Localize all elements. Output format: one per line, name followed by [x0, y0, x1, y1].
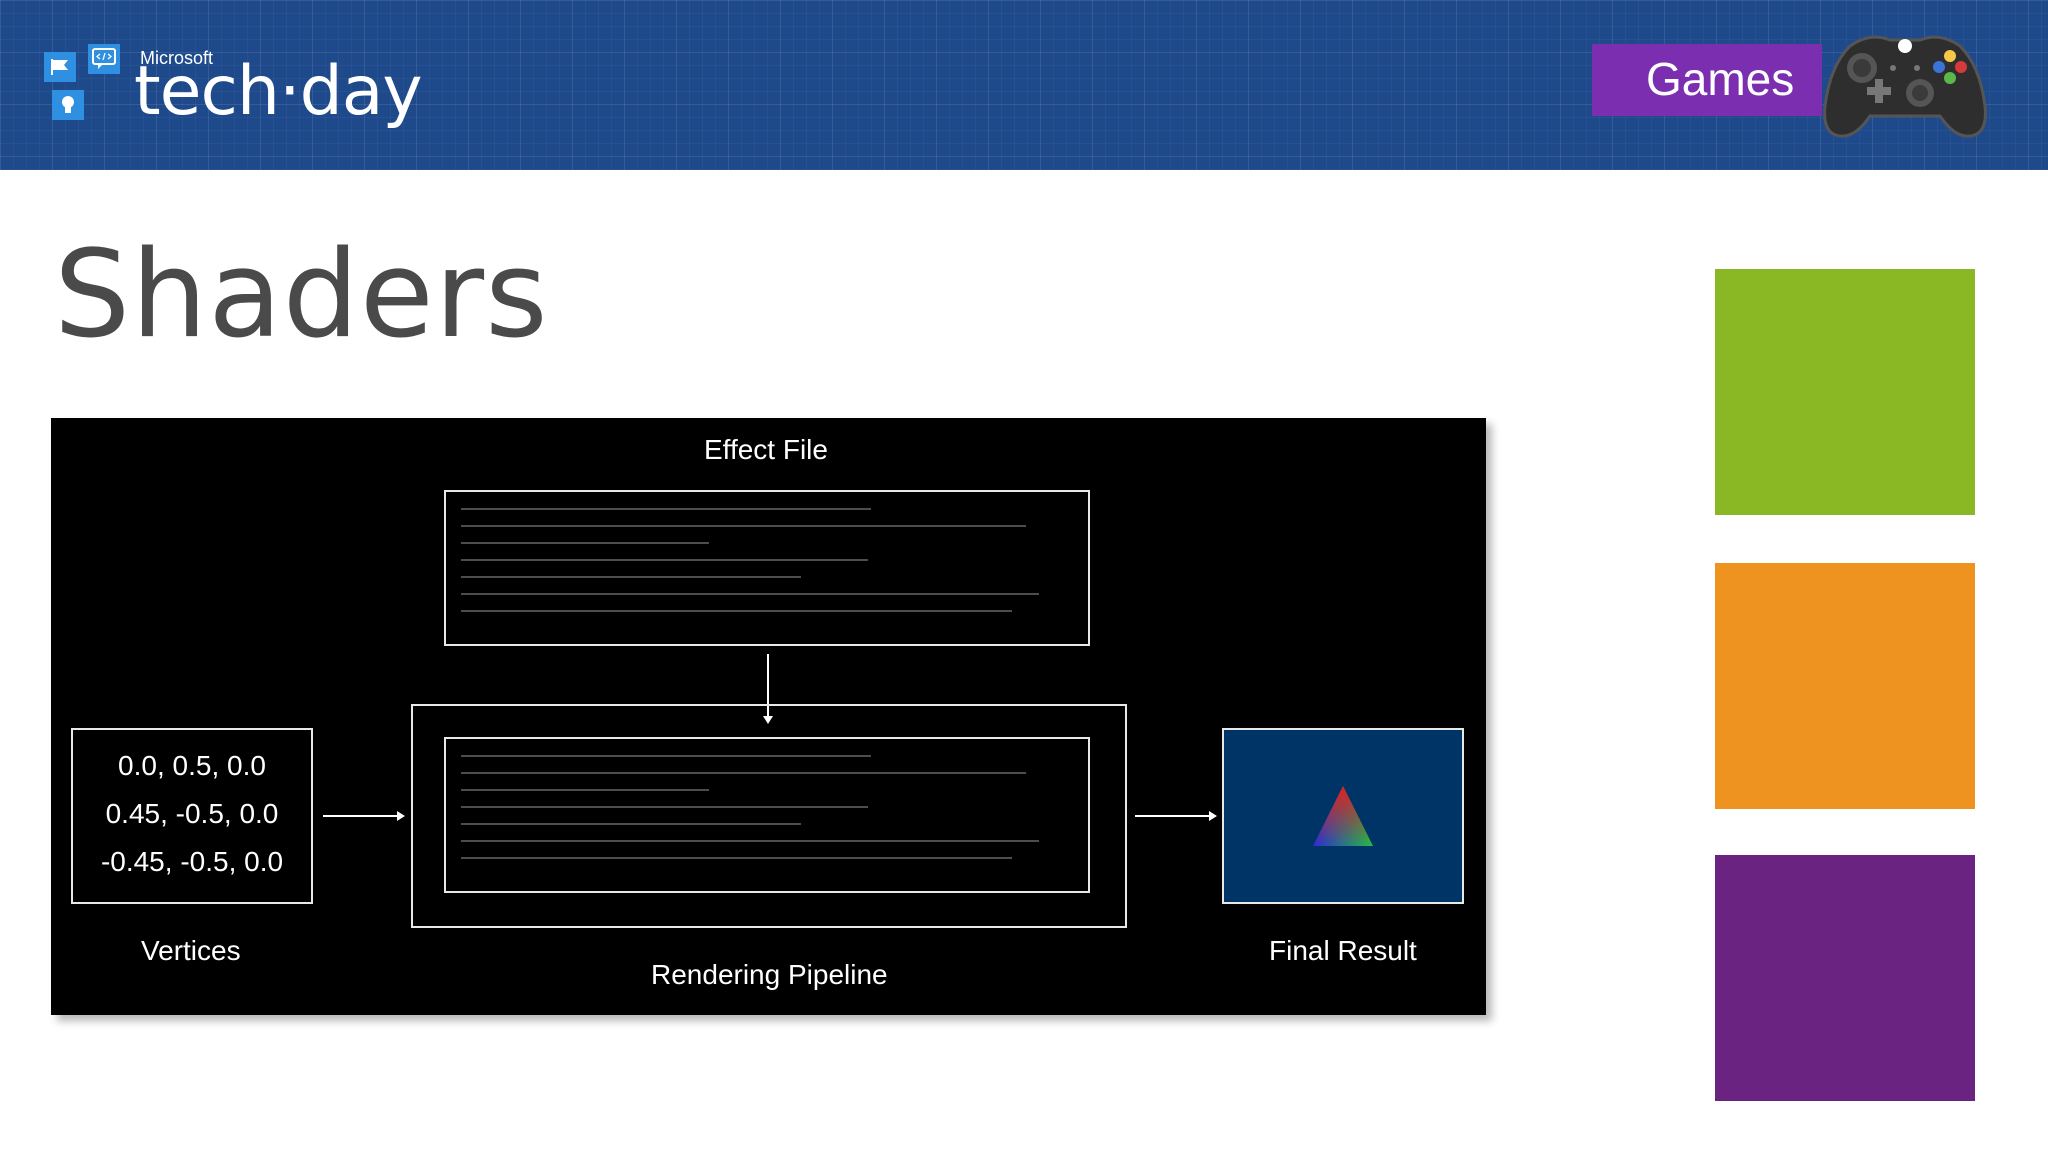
flag-icon [44, 52, 76, 82]
lightbulb-icon [52, 90, 84, 120]
rendering-pipeline-box [411, 704, 1127, 928]
effect-file-label: Effect File [704, 434, 828, 465]
effect-file-box [444, 490, 1090, 646]
vertex-row: -0.45, -0.5, 0.0 [100, 846, 284, 877]
code-line [461, 576, 801, 578]
techday-logo-tiles [44, 44, 124, 126]
code-line [461, 542, 709, 544]
code-line [461, 525, 1026, 527]
slide-title: Shaders [54, 226, 549, 365]
final-result-label: Final Result [1269, 935, 1417, 966]
rendered-triangle [1313, 786, 1373, 846]
code-line [461, 806, 868, 808]
code-line [461, 508, 871, 510]
right-arrow [323, 811, 405, 821]
code-line [461, 610, 1012, 612]
code-line [461, 772, 1026, 774]
shader-pipeline-diagram: Effect File 0.0, 0.5, 0.0 0.45, -0.5, 0.… [51, 418, 1486, 1015]
code-line [461, 789, 709, 791]
vertices-label: Vertices [141, 935, 241, 966]
brand-company: Microsoft [140, 48, 214, 68]
right-arrow [1135, 811, 1217, 821]
code-bubble-icon [88, 44, 120, 74]
code-line [461, 559, 868, 561]
code-line [461, 823, 801, 825]
code-line [461, 593, 1039, 595]
vertex-row: 0.45, -0.5, 0.0 [105, 798, 279, 829]
code-line [461, 857, 1012, 859]
game-controller-icon [1820, 26, 1990, 150]
category-tab [1592, 44, 1822, 116]
down-arrow [763, 654, 773, 724]
color-tile-orange [1715, 563, 1975, 809]
rendering-pipeline-label: Rendering Pipeline [651, 959, 888, 990]
final-result-box [1222, 728, 1464, 904]
color-tile-purple [1715, 855, 1975, 1101]
header-banner: Microsoft tech·day Games [0, 0, 2048, 170]
code-line [461, 755, 871, 757]
color-tile-green [1715, 269, 1975, 515]
code-line [461, 840, 1039, 842]
vertex-row: 0.0, 0.5, 0.0 [118, 750, 266, 781]
brand-name: tech·day [134, 52, 423, 131]
vertices-box: 0.0, 0.5, 0.0 0.45, -0.5, 0.0 -0.45, -0.… [71, 728, 313, 904]
pipeline-effect-box [444, 737, 1090, 893]
category-label: Games [1646, 53, 1795, 105]
